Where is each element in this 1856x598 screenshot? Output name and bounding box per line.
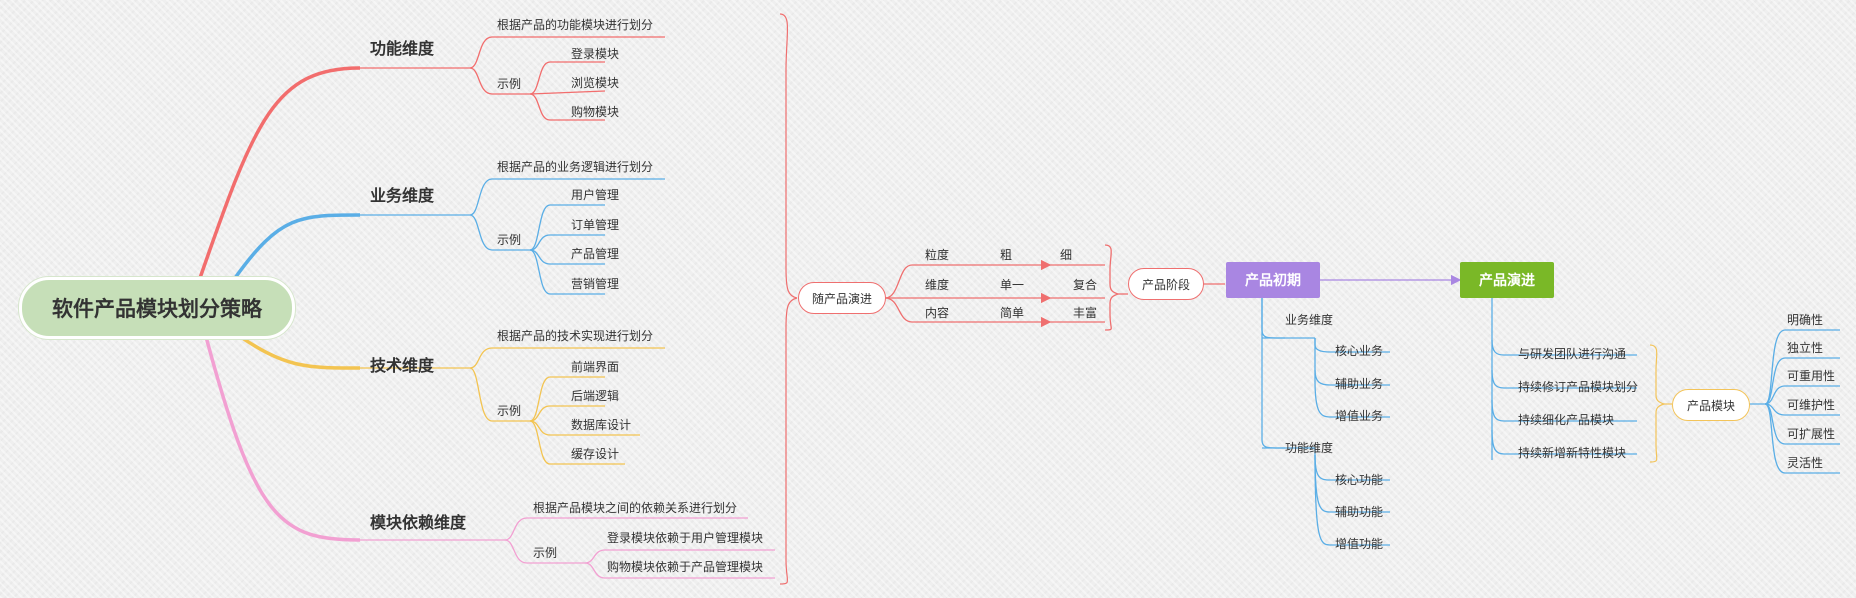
property-item[interactable]: 可重用性 [1787,369,1836,383]
example-item[interactable]: 登录模块依赖于用户管理模块 [607,531,764,545]
initial-item[interactable]: 核心业务 [1335,344,1384,358]
property-item[interactable]: 明确性 [1787,313,1824,327]
evolution-row-from[interactable]: 粗 [1000,248,1013,262]
initial-item[interactable]: 核心功能 [1335,473,1384,487]
evolve-item[interactable]: 持续新增新特性模块 [1518,446,1627,460]
root-topic[interactable]: 软件产品模块划分策略 [19,277,295,339]
stage-evolve[interactable]: 产品演进 [1460,262,1554,298]
property-item[interactable]: 可维护性 [1787,398,1836,412]
dimension-tech-desc[interactable]: 根据产品的技术实现进行划分 [497,329,654,343]
evolution-row-label[interactable]: 粒度 [925,248,950,262]
evolution-row-to[interactable]: 细 [1060,248,1073,262]
dimension-business-title[interactable]: 业务维度 [370,186,435,205]
dimension-tech-example-label[interactable]: 示例 [497,404,522,418]
evolution-row-from[interactable]: 单一 [1000,278,1025,292]
example-item[interactable]: 营销管理 [571,277,620,291]
initial-group-label[interactable]: 功能维度 [1285,441,1334,455]
initial-item[interactable]: 增值功能 [1335,537,1384,551]
dimension-dependency-desc[interactable]: 根据产品模块之间的依赖关系进行划分 [533,501,738,515]
evolution-row-to[interactable]: 复合 [1073,278,1098,292]
evolution-row-from[interactable]: 简单 [1000,306,1025,320]
example-item[interactable]: 购物模块依赖于产品管理模块 [607,560,764,574]
example-item[interactable]: 用户管理 [571,188,620,202]
initial-item[interactable]: 辅助业务 [1335,377,1384,391]
dimension-function-desc[interactable]: 根据产品的功能模块进行划分 [497,18,654,32]
evolution-row-label[interactable]: 内容 [925,306,950,320]
evolution-node[interactable]: 随产品演进 [798,282,886,314]
dimension-dependency-example-label[interactable]: 示例 [533,546,558,560]
example-item[interactable]: 产品管理 [571,247,620,261]
dimension-tech-title[interactable]: 技术维度 [370,356,435,375]
example-item[interactable]: 订单管理 [571,218,620,232]
property-item[interactable]: 可扩展性 [1787,427,1836,441]
dimension-function-title[interactable]: 功能维度 [370,39,435,58]
example-item[interactable]: 购物模块 [571,105,620,119]
dimension-business-example-label[interactable]: 示例 [497,233,522,247]
dimension-business-desc[interactable]: 根据产品的业务逻辑进行划分 [497,160,654,174]
property-item[interactable]: 灵活性 [1787,456,1824,470]
evolution-row-to[interactable]: 丰富 [1073,306,1098,320]
dimension-function-example-label[interactable]: 示例 [497,77,522,91]
property-item[interactable]: 独立性 [1787,341,1824,355]
evolve-item[interactable]: 与研发团队进行沟通 [1518,347,1627,361]
stage-initial[interactable]: 产品初期 [1226,262,1320,298]
initial-group-label[interactable]: 业务维度 [1285,313,1334,327]
example-item[interactable]: 数据库设计 [571,418,632,432]
evolve-item[interactable]: 持续细化产品模块 [1518,413,1615,427]
initial-item[interactable]: 辅助功能 [1335,505,1384,519]
initial-item[interactable]: 增值业务 [1335,409,1384,423]
example-item[interactable]: 登录模块 [571,47,620,61]
evolution-row-label[interactable]: 维度 [925,278,950,292]
dimension-dependency-title[interactable]: 模块依赖维度 [370,513,467,532]
module-node[interactable]: 产品模块 [1672,389,1750,421]
example-item[interactable]: 浏览模块 [571,76,620,90]
example-item[interactable]: 前端界面 [571,360,620,374]
example-item[interactable]: 缓存设计 [571,447,620,461]
evolve-item[interactable]: 持续修订产品模块划分 [1518,380,1639,394]
example-item[interactable]: 后端逻辑 [571,389,620,403]
stage-node[interactable]: 产品阶段 [1128,268,1204,300]
